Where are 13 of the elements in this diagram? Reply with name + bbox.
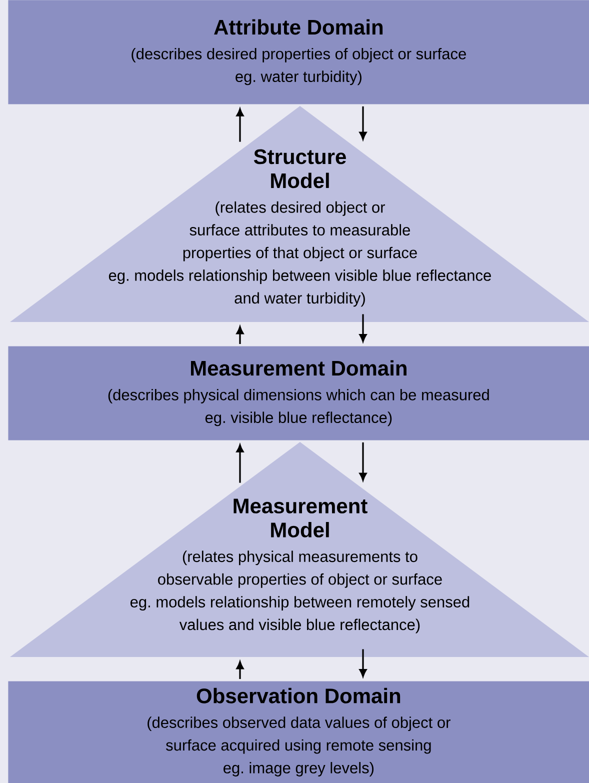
arrow xyxy=(236,108,244,142)
arrow xyxy=(236,326,244,344)
arrow xyxy=(359,106,367,140)
arrow xyxy=(236,444,244,483)
arrow xyxy=(236,661,244,679)
model-triangle: Structure Model (relates desired object or surface attributes to measurable properties of that object or surface eg. models relationship between visible blue reflectance and water turbidity) xyxy=(10,106,589,322)
arrow xyxy=(359,314,367,342)
arrow xyxy=(359,442,367,481)
model-triangle: Measurement Model (relates physical measurements to observable properties of object or surface eg. models relationship between remotely sensed values and visible blue reflectance) xyxy=(10,442,589,657)
arrow xyxy=(359,649,367,677)
domain-box: Attribute Domain (describes desired properties of object or surface eg. water turbidity) xyxy=(8,0,589,104)
domain-box: Measurement Domain (describes physical dimensions which can be measured eg. visible blue reflectance) xyxy=(8,346,589,440)
domain-box: Observation Domain (describes observed data values of object or surface acquired using remote sensing eg. image grey levels) xyxy=(8,681,589,783)
